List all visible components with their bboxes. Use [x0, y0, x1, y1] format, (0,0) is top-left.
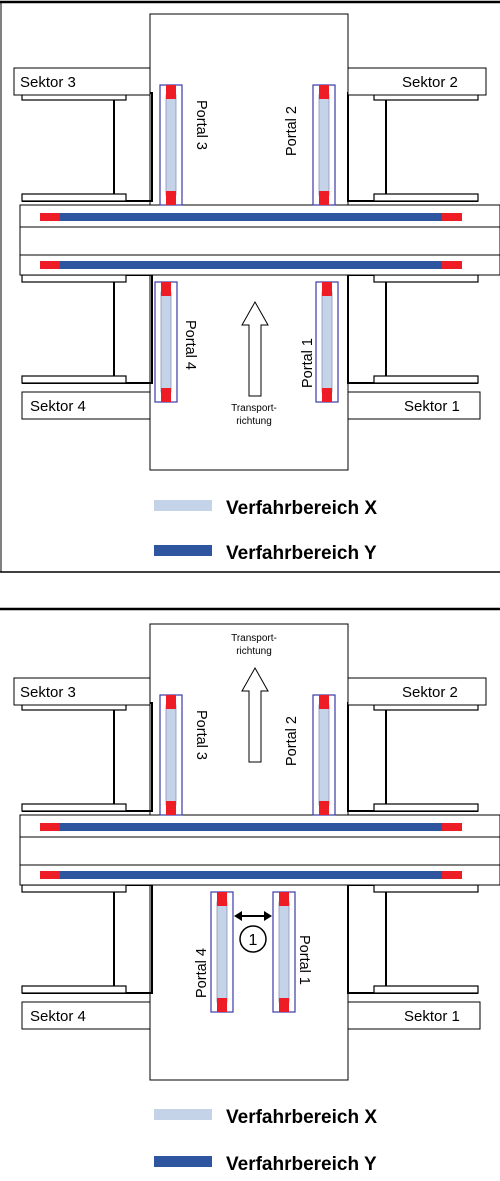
portal-4-label: Portal 4 — [182, 320, 198, 370]
legend-x-swatch — [154, 500, 212, 511]
sector-3-frame — [22, 93, 152, 201]
portal-3-label: Portal 3 — [193, 710, 209, 760]
y-rail-upper — [40, 823, 462, 831]
sector-1-label: Sektor 1 — [404, 1008, 460, 1025]
portal-1-label: Portal 1 — [296, 935, 312, 985]
legend-x-swatch — [154, 1109, 212, 1120]
sector-3-label: Sektor 3 — [20, 74, 76, 91]
transport-label-1: Transport- — [231, 633, 277, 644]
sector-3-frame — [22, 703, 152, 811]
marker-label: 1 — [249, 932, 258, 949]
y-rail-lower — [40, 871, 462, 879]
sector-4-frame — [22, 885, 152, 993]
legend-x-label: Verfahrbereich X — [226, 498, 377, 519]
legend-x-label: Verfahrbereich X — [226, 1107, 377, 1128]
portal-1-label: Portal 1 — [300, 338, 316, 388]
diagram-1: Sektor 3 Sektor 2 Sektor 4 Sektor 1 Port… — [0, 2, 500, 572]
sector-2-label: Sektor 2 — [402, 684, 458, 701]
transport-label-2: richtung — [236, 416, 272, 427]
sector-4-label: Sektor 4 — [30, 398, 86, 415]
portal-3-label: Portal 3 — [193, 100, 209, 150]
sector-1-frame — [348, 885, 478, 993]
sector-3-label: Sektor 3 — [20, 684, 76, 701]
sector-1-label: Sektor 1 — [404, 398, 460, 415]
sector-4-frame — [22, 275, 152, 383]
portal-4-label: Portal 4 — [194, 948, 210, 998]
legend-y-swatch — [154, 545, 212, 556]
transport-label-2: richtung — [236, 646, 272, 657]
diagram-2: Sektor 3 Sektor 2 Sektor 4 Sektor 1 Port… — [0, 609, 500, 1175]
sector-2-frame — [348, 703, 478, 811]
sector-4-label: Sektor 4 — [30, 1008, 86, 1025]
portal-2-label: Portal 2 — [284, 106, 300, 156]
sector-2-frame — [348, 93, 478, 201]
legend-y-label: Verfahrbereich Y — [226, 1154, 377, 1175]
y-rail-lower — [40, 261, 462, 269]
sector-1-frame — [348, 275, 478, 383]
portal-2-label: Portal 2 — [284, 716, 300, 766]
legend-y-label: Verfahrbereich Y — [226, 543, 377, 564]
legend-y-swatch — [154, 1156, 212, 1167]
sector-2-label: Sektor 2 — [402, 74, 458, 91]
y-rail-upper — [40, 213, 462, 221]
transport-label-1: Transport- — [231, 403, 277, 414]
